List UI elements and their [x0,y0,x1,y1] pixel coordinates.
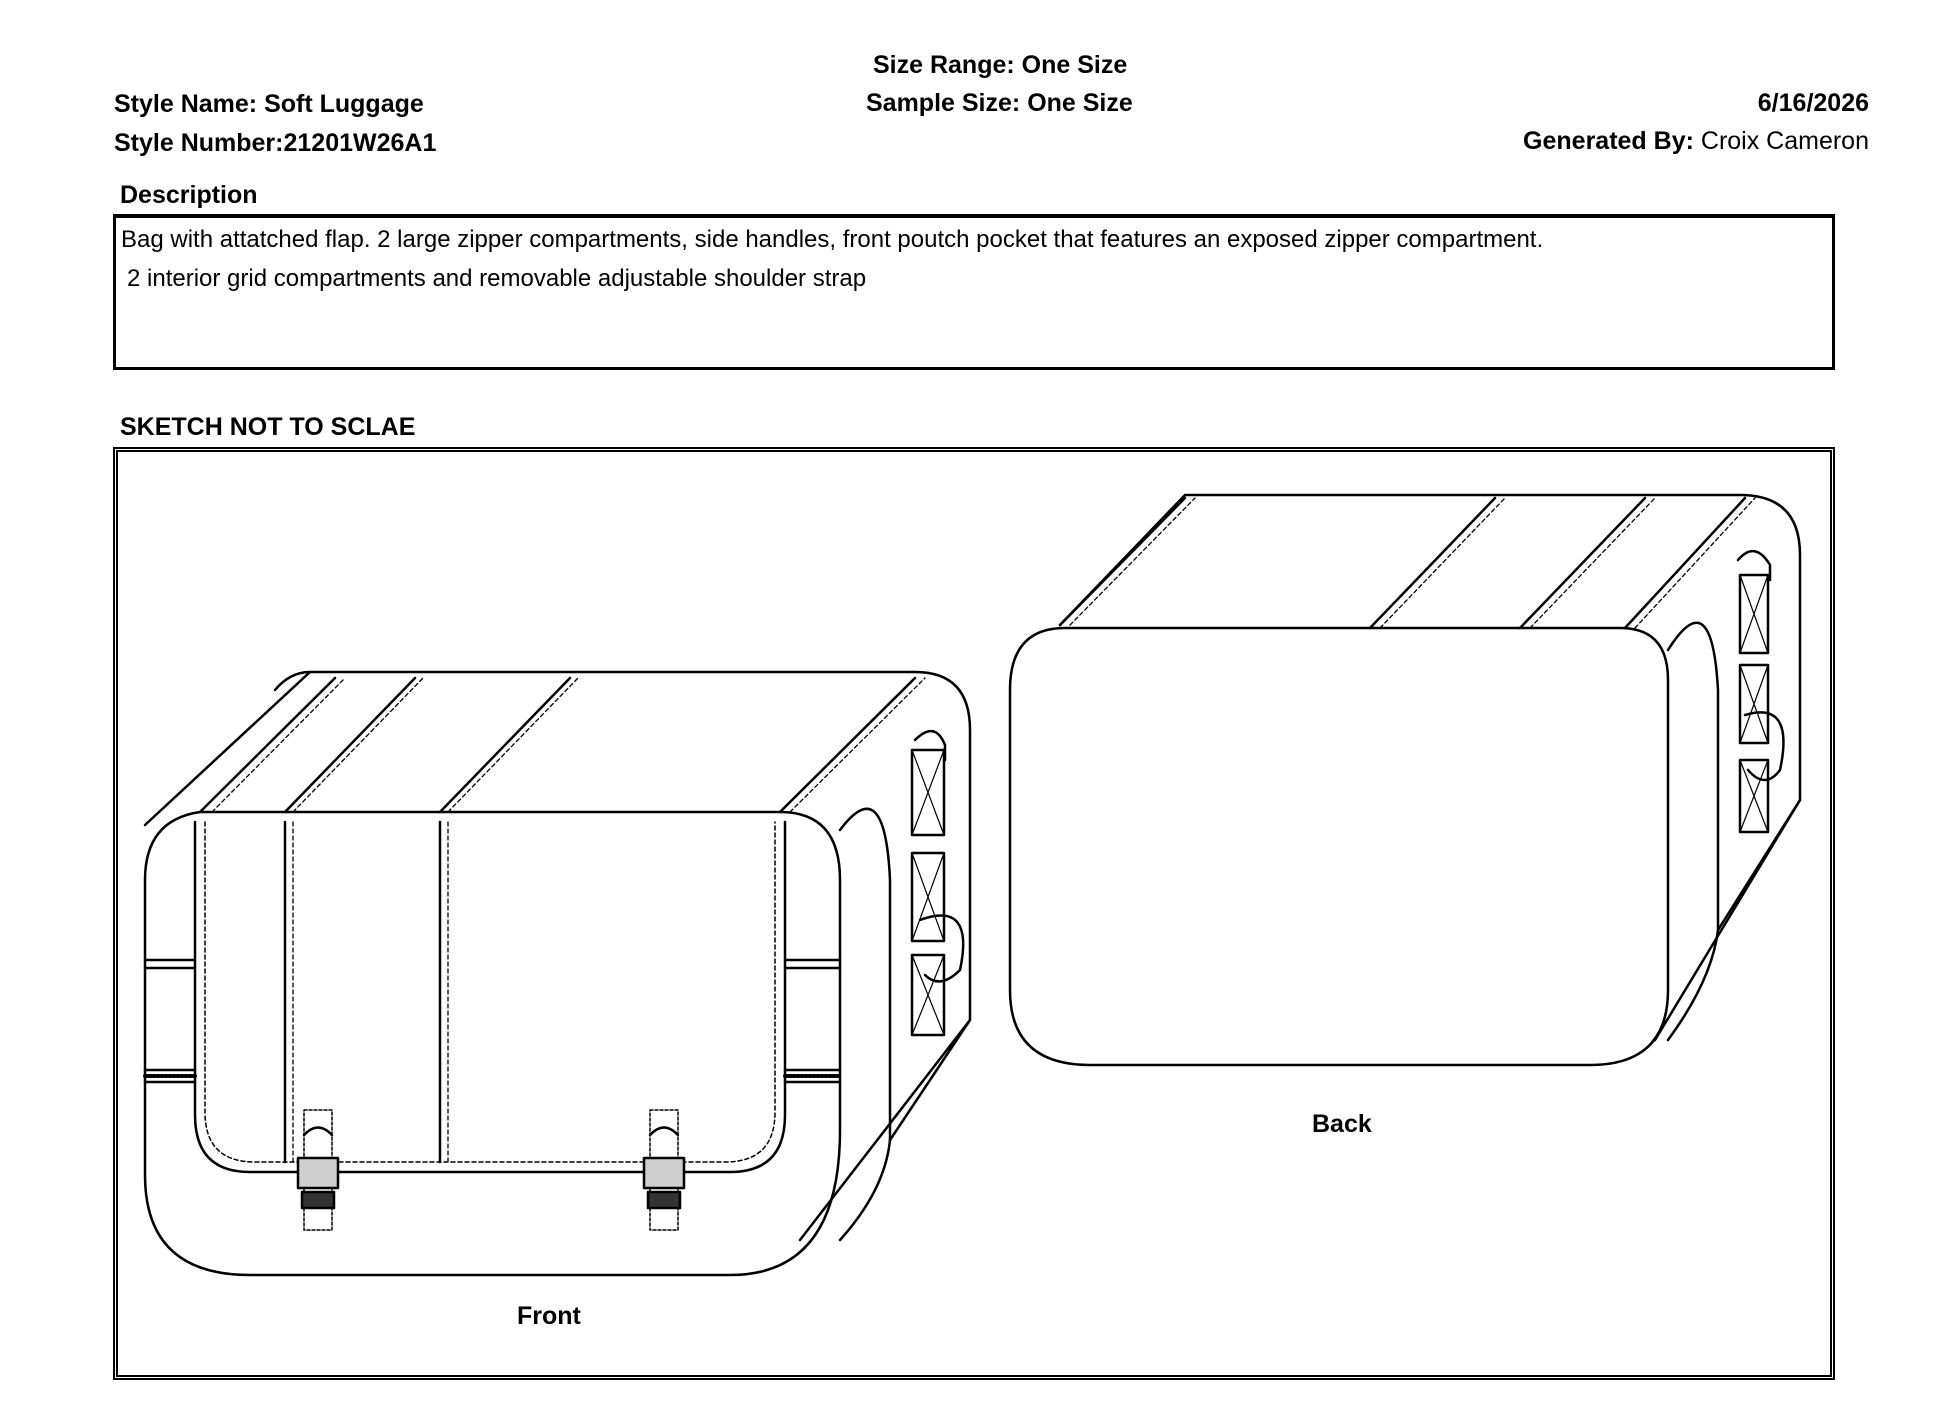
description-label: Description [120,181,258,209]
description-line-2: 2 interior grid compartments and removab… [127,265,867,292]
sketch-label: SKETCH NOT TO SCLAE [120,413,416,441]
front-caption: Front [517,1302,581,1330]
style-name-value: Soft Luggage [264,90,424,118]
front-bag-sketch [143,670,972,1277]
sketch-box [113,447,1835,1380]
sample-size-label: Sample Size: [866,89,1021,117]
description-line-1: Bag with attatched flap. 2 large zipper … [121,226,1544,253]
size-range-value: One Size [1021,51,1128,79]
style-number: Style Number:21201W26A1 [114,129,436,158]
sample-size-value: One Size [1027,89,1133,117]
style-number-label: Style Number: [114,129,284,157]
right-buckle [642,1109,686,1231]
sample-size: Sample Size: One Size [866,89,1133,118]
generated-by-value: Croix Cameron [1700,127,1869,155]
style-name-label: Style Name: [114,90,258,118]
date: 6/16/2026 [1757,89,1869,117]
back-bag-sketch [1008,493,1802,1067]
style-name: Style Name: Soft Luggage [114,90,424,119]
size-range: Size Range: One Size [873,51,1127,80]
generated-by-label: Generated By: [1523,127,1694,155]
description-box: Bag with attatched flap. 2 large zipper … [113,214,1835,370]
back-caption: Back [1312,1110,1372,1138]
size-range-label: Size Range: [873,51,1015,79]
style-number-value: 21201W26A1 [283,129,437,157]
left-buckle [296,1109,340,1231]
generated-by: Generated By: Croix Cameron [1523,127,1869,156]
